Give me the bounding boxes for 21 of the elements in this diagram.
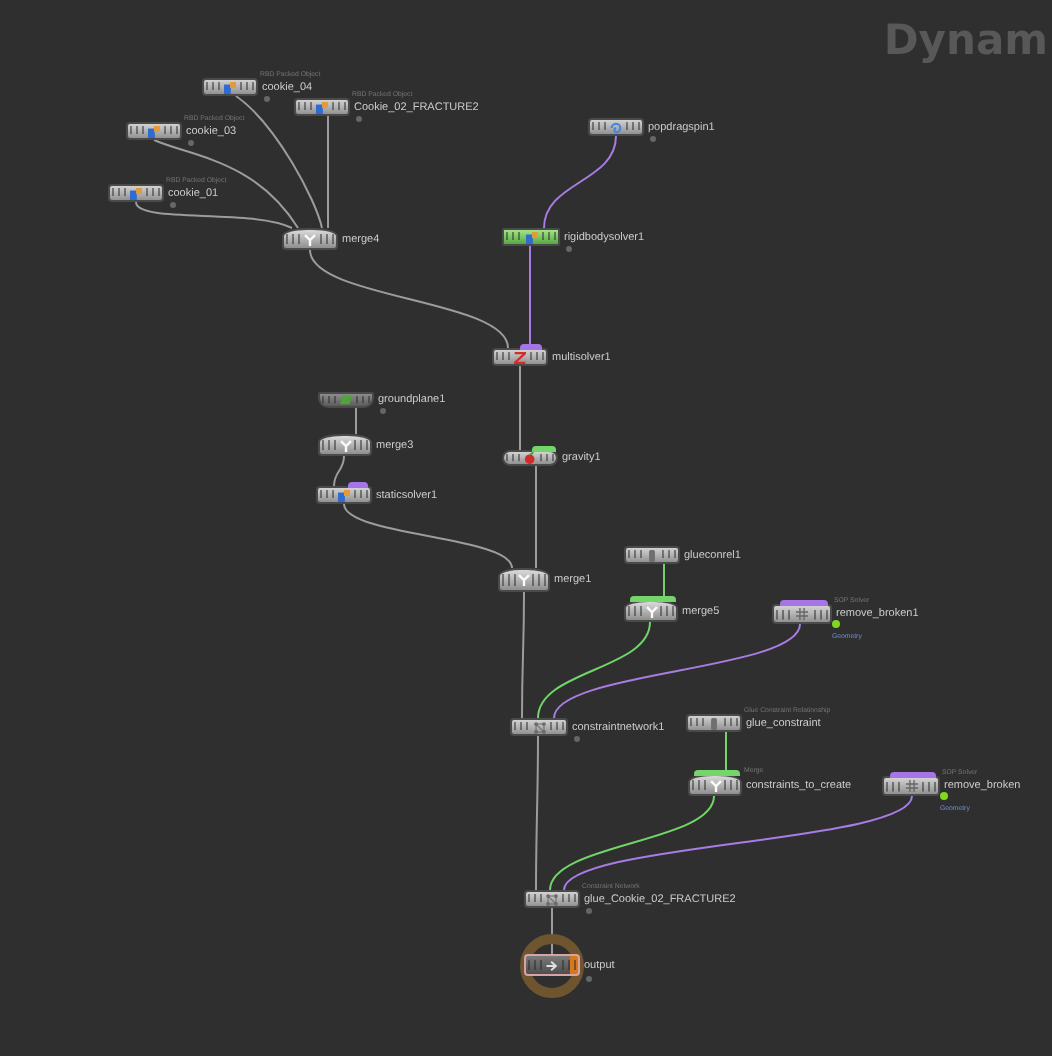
wire: [553, 623, 801, 719]
wire: [543, 135, 617, 229]
wire: [153, 139, 299, 229]
wire: [519, 365, 521, 451]
wire: [537, 621, 651, 719]
wire: [529, 245, 531, 349]
wire: [327, 115, 329, 229]
wire: [521, 591, 525, 719]
wire: [333, 455, 345, 487]
wire: [725, 731, 727, 775]
wire: [135, 201, 293, 229]
wire: [663, 563, 665, 601]
wire: [343, 503, 513, 569]
wire: [535, 735, 539, 891]
wire: [309, 249, 509, 349]
wire: [535, 465, 537, 569]
wire: [549, 795, 715, 891]
wire: [563, 795, 913, 891]
wire: [355, 407, 357, 435]
wire: [551, 907, 553, 955]
wire: [235, 95, 323, 229]
